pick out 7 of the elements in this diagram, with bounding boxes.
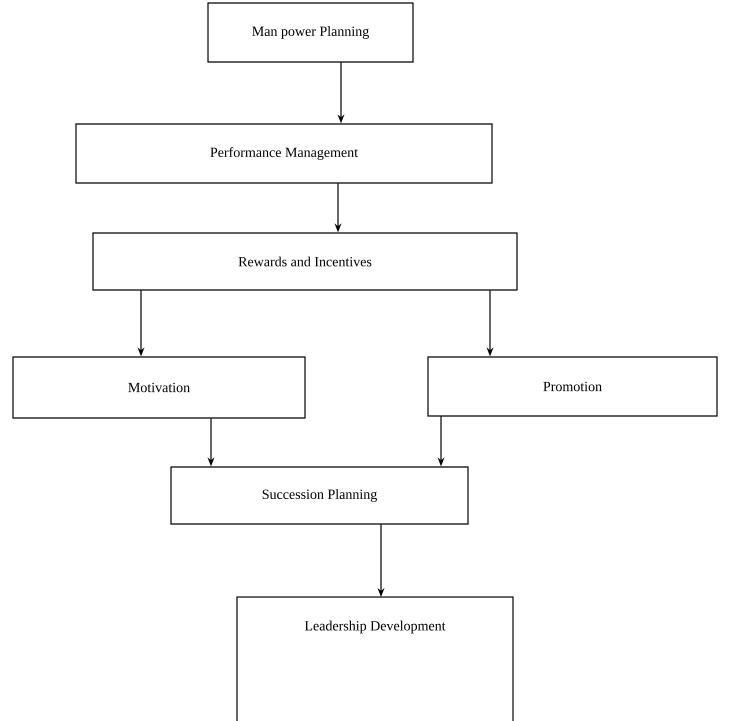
process-box: Promotion xyxy=(427,356,718,417)
process-box: Man power Planning xyxy=(207,2,414,63)
process-box: Succession Planning xyxy=(170,466,469,525)
process-box: Motivation xyxy=(12,356,306,419)
process-box: Leadership Development xyxy=(236,596,514,721)
process-box: Rewards and Incentives xyxy=(92,232,518,291)
process-box: Performance Management xyxy=(75,123,493,184)
